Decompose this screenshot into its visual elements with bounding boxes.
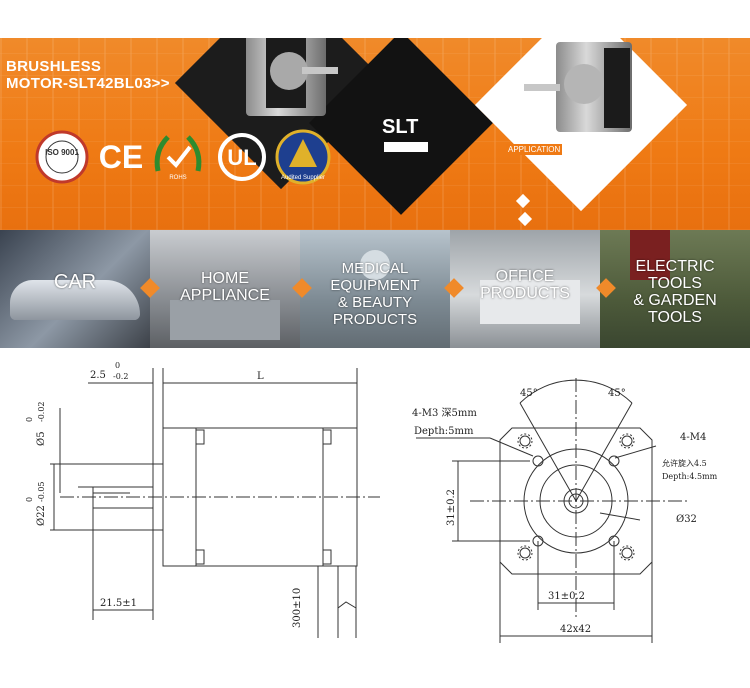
dim-hole-m3-depth: Depth:5mm bbox=[414, 426, 474, 437]
application-label-car: CAR bbox=[53, 271, 97, 293]
rohs-badge: ROHS bbox=[148, 130, 208, 184]
title-line-1: BRUSHLESS bbox=[6, 58, 102, 75]
application-label-tools: ELECTRIC TOOLS & GARDEN TOOLS bbox=[633, 258, 717, 326]
dim-hole-m4-cn: 允许旋入4.5 bbox=[662, 458, 707, 468]
motor-face bbox=[499, 427, 653, 575]
dim-boss: Ø22 bbox=[36, 505, 47, 526]
motor-image-right bbox=[524, 42, 632, 132]
application-strip: CAR HOME APPLIANCE MEDICAL EQUIPMENT & B… bbox=[0, 230, 750, 348]
dim-flat-tol-lower: -0.02 bbox=[37, 401, 46, 422]
dim-length: L bbox=[257, 371, 264, 382]
application-electric-tools: ELECTRIC TOOLS & GARDEN TOOLS bbox=[600, 230, 750, 348]
slt-logo-text: SLT bbox=[382, 116, 419, 138]
application-label: APPLICATION bbox=[506, 144, 563, 155]
product-title: BRUSHLESS MOTOR-SLT42BL03>> bbox=[6, 58, 170, 92]
ce-text: CE bbox=[98, 138, 144, 175]
top-white-strip bbox=[0, 0, 750, 38]
ce-badge: CE bbox=[94, 130, 148, 184]
application-medical: MEDICAL EQUIPMENT & BEAUTY PRODUCTS bbox=[300, 230, 450, 348]
dim-flat: Ø5 bbox=[36, 431, 47, 446]
dim-boss-tol-upper: 0 bbox=[25, 497, 34, 502]
ul-badge: UL bbox=[214, 130, 270, 184]
product-banner: BRUSHLESS MOTOR-SLT42BL03>> SLT APPLICAT… bbox=[0, 38, 750, 230]
dim-circle-dia: Ø32 bbox=[676, 514, 697, 525]
dim-horizontal-spacing: 31±0.2 bbox=[548, 591, 585, 602]
front-view bbox=[416, 378, 690, 643]
title-line-2: MOTOR-SLT42BL03>> bbox=[6, 75, 170, 92]
dim-shaft-length: 21.5±1 bbox=[100, 598, 137, 609]
dim-boss-tol-lower: -0.05 bbox=[37, 481, 46, 502]
iso-text: ISO 9001 bbox=[45, 148, 79, 157]
dim-angle-left: 45° bbox=[520, 388, 538, 399]
slt-logo: SLT bbox=[382, 116, 442, 156]
application-label-home: HOME APPLIANCE bbox=[180, 270, 270, 304]
application-office: OFFICE PRODUCTS bbox=[450, 230, 600, 348]
dim-shaft-step-tol-upper: 0 bbox=[115, 361, 120, 370]
dim-lead-length: 300±10 bbox=[292, 588, 303, 628]
motor-image-left bbox=[246, 38, 338, 116]
application-label-office: OFFICE PRODUCTS bbox=[480, 268, 570, 302]
dim-body-size: 42x42 bbox=[560, 624, 591, 635]
application-label-medical: MEDICAL EQUIPMENT & BEAUTY PRODUCTS bbox=[330, 260, 420, 328]
dim-hole-m4-depth: Depth:4.5mm bbox=[662, 472, 718, 481]
dim-hole-m3: 4-M3 深5mm bbox=[412, 407, 477, 419]
technical-drawing: 2.5 0 -0.2 L Ø5 0 -0.02 Ø22 0 -0.05 21.5… bbox=[25, 361, 718, 643]
audited-supplier-badge: Audited Supplier bbox=[272, 129, 334, 185]
rohs-text: ROHS bbox=[169, 175, 186, 181]
dim-vertical-spacing: 31±0.2 bbox=[446, 489, 457, 526]
dim-hole-m4: 4-M4 bbox=[680, 432, 706, 443]
application-car: CAR bbox=[0, 230, 150, 348]
dim-shaft-step-tol-lower: -0.2 bbox=[113, 372, 128, 381]
dim-flat-tol-upper: 0 bbox=[25, 417, 34, 422]
side-view bbox=[50, 368, 380, 638]
dim-shaft-step: 2.5 bbox=[90, 370, 106, 381]
iso-9001-badge: ISO 9001 bbox=[34, 130, 90, 184]
dim-angle-right: 45° bbox=[608, 388, 626, 399]
audited-text: Audited Supplier bbox=[281, 175, 325, 181]
ul-text: UL bbox=[227, 145, 256, 170]
application-home-appliance: HOME APPLIANCE bbox=[150, 230, 300, 348]
